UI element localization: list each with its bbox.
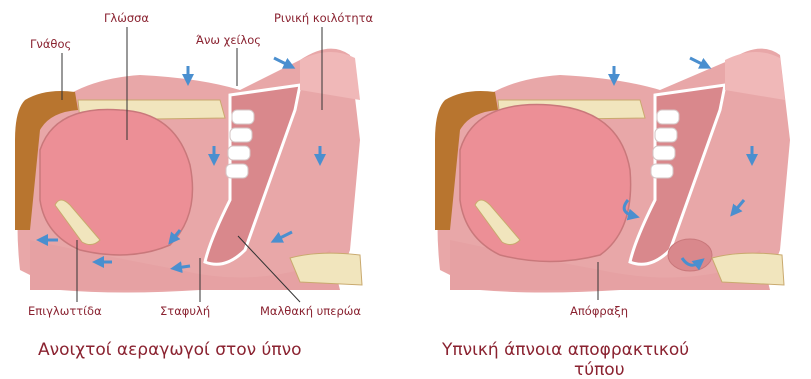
label-nasal-cavity: Ρινική κοιλότητα <box>274 11 374 25</box>
caption-obstructive-apnea-line2: τύπου <box>574 360 625 379</box>
airflow-arrow <box>176 266 190 268</box>
label-tongue: Γλώσσα <box>104 11 149 25</box>
airflow-arrow <box>690 58 706 66</box>
right-lower-bone <box>712 253 784 285</box>
label-uvula: Σταφυλή <box>160 304 210 318</box>
label-epiglottis: Επιγλωττίδα <box>28 304 102 318</box>
right-anatomy-illustration <box>435 49 790 293</box>
caption-open-airway: Ανοιχτοί αεραγωγοί στον ύπνο <box>38 340 301 360</box>
label-jaw: Γνάθος <box>30 37 71 51</box>
right-tongue <box>460 105 631 262</box>
label-soft-palate: Μαλθακή υπερώα <box>260 304 361 318</box>
left-anatomy-illustration <box>15 49 362 293</box>
label-upper-lip: Άνω χείλος <box>196 33 261 47</box>
left-tongue <box>40 110 193 255</box>
airflow-arrow <box>274 58 290 66</box>
left-lower-bone <box>290 253 362 285</box>
label-obstruction: Απόφραξη <box>570 304 628 318</box>
caption-obstructive-apnea-line1: Υπνική άπνοια αποφρακτικού <box>441 340 689 360</box>
